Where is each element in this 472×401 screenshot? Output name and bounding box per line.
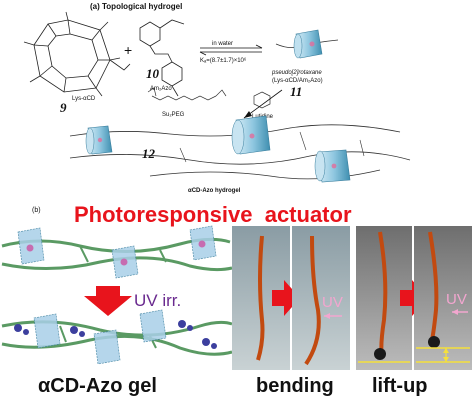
bending-photo-after (292, 226, 350, 370)
reagent-su2peg: Su₂PEG (162, 112, 185, 118)
cyclodextrin-ring (17, 227, 45, 265)
azobenzene-guest-group (14, 320, 217, 349)
hydrogel-caption: αCD-Azo hydrogel (188, 188, 241, 194)
plus-sign: + (124, 42, 132, 58)
rotaxane-name-line2: (Lys-αCD/Am₂Azo) (272, 78, 323, 84)
compound-12-label: 12 (142, 146, 156, 161)
liftup-caption: lift-up (372, 375, 428, 397)
cyclodextrin-ring (111, 245, 139, 279)
compound-10-label: 10 (146, 66, 160, 81)
su2peg-structure (147, 87, 227, 101)
lutidine-structure (253, 91, 271, 109)
cyclodextrin-ring (189, 225, 217, 261)
cyclodextrin-ring (33, 313, 61, 349)
bending-arrow (272, 280, 300, 316)
reaction-arrowhead (244, 111, 252, 118)
panel-a-heading: (a) Topological hydrogel (90, 2, 182, 11)
compound-11-label: 11 (290, 84, 302, 99)
azobenzene-structure (139, 19, 185, 97)
compound-9-name: Lys-αCD (72, 96, 96, 102)
uv-irradiation-label: UV irr. (134, 291, 181, 310)
compound-9-label: 9 (60, 100, 67, 115)
gel-caption: αCD-Azo gel (38, 375, 157, 397)
compound-10-name: Am₂Azo (150, 86, 172, 92)
liftup-photo-before (356, 226, 412, 370)
uv-down-arrow (84, 286, 132, 316)
pseudo-rotaxane-structure (275, 29, 339, 59)
liftup-photo-after (414, 226, 472, 370)
hydrogel-network (69, 115, 411, 183)
panel-b-title: Photoresponsive actuator (74, 202, 352, 227)
rotaxane-name-line1: pseudo[2]rotaxane (271, 70, 322, 76)
cyclodextrin-structure (23, 11, 131, 97)
bending-uv-label: UV (322, 294, 343, 311)
liftup-uv-label: UV (446, 291, 467, 308)
cyclodextrin-ring (85, 125, 113, 155)
cyclodextrin-ring (314, 149, 351, 183)
cyclodextrin-ring (231, 115, 271, 155)
cyclodextrin-ring (93, 329, 121, 365)
panel-b: (b) Photoresponsive actuator UV irr. (1, 202, 472, 397)
arrow-condition: in water (212, 41, 233, 47)
panel-a: (a) Topological hydrogel 9 Lys-αCD + 10 … (23, 2, 411, 194)
panel-b-heading: (b) (32, 207, 41, 214)
ka-value: Kₐ=(8.7±1.7)×10⁶ (200, 57, 247, 64)
bending-caption: bending (256, 375, 334, 397)
cyclodextrin-ring (139, 309, 167, 343)
gel-schematic: UV irr. (1, 225, 233, 365)
equilibrium-arrow (199, 44, 263, 56)
